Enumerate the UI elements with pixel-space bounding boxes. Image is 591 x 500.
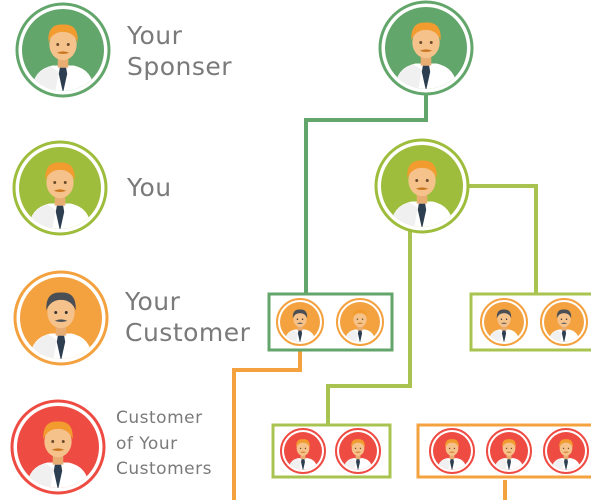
- customer-avatar: [540, 298, 588, 346]
- legend-customer-line2: Customer: [125, 318, 251, 348]
- connectors: [232, 90, 538, 500]
- coc-avatar: [280, 428, 326, 474]
- sponsor-connector: [304, 90, 428, 296]
- legend-coc-label: Customer of Your Customers: [116, 406, 212, 483]
- customer-avatar: [336, 298, 384, 346]
- customer-avatar: [480, 298, 528, 346]
- legend-sponsor-avatar: [15, 2, 111, 98]
- legend-coc-line3: Customers: [116, 459, 212, 479]
- legend-customer-label: Your Customer: [125, 286, 250, 349]
- legend-customer-avatar: [13, 270, 109, 366]
- customer-connector-down: [232, 340, 302, 500]
- legend-sponsor-label: Your Sponser: [127, 20, 232, 83]
- tree-sponsor-avatar: [378, 0, 474, 96]
- coc-avatar: [486, 428, 532, 474]
- legend-you-avatar: [12, 140, 108, 236]
- small-avatars: [276, 298, 589, 474]
- legend-coc-line1: Customer: [116, 408, 203, 428]
- legend-sponsor-line1: Your: [127, 21, 183, 50]
- legend-you-text: You: [127, 173, 172, 202]
- you-connector-left: [326, 225, 412, 428]
- coc-avatar: [429, 428, 475, 474]
- legend-sponsor-line2: Sponser: [127, 52, 233, 82]
- coc-avatar: [543, 428, 589, 474]
- coc-avatar: [335, 428, 381, 474]
- customer-avatar: [276, 298, 324, 346]
- you-connector-right: [468, 184, 538, 296]
- tree-you-avatar: [374, 138, 470, 234]
- legend-coc-line2: of Your: [116, 433, 178, 454]
- legend-coc-avatar: [10, 399, 106, 495]
- legend-customer-line1: Your: [125, 287, 181, 316]
- legend-you-label: You: [127, 172, 172, 203]
